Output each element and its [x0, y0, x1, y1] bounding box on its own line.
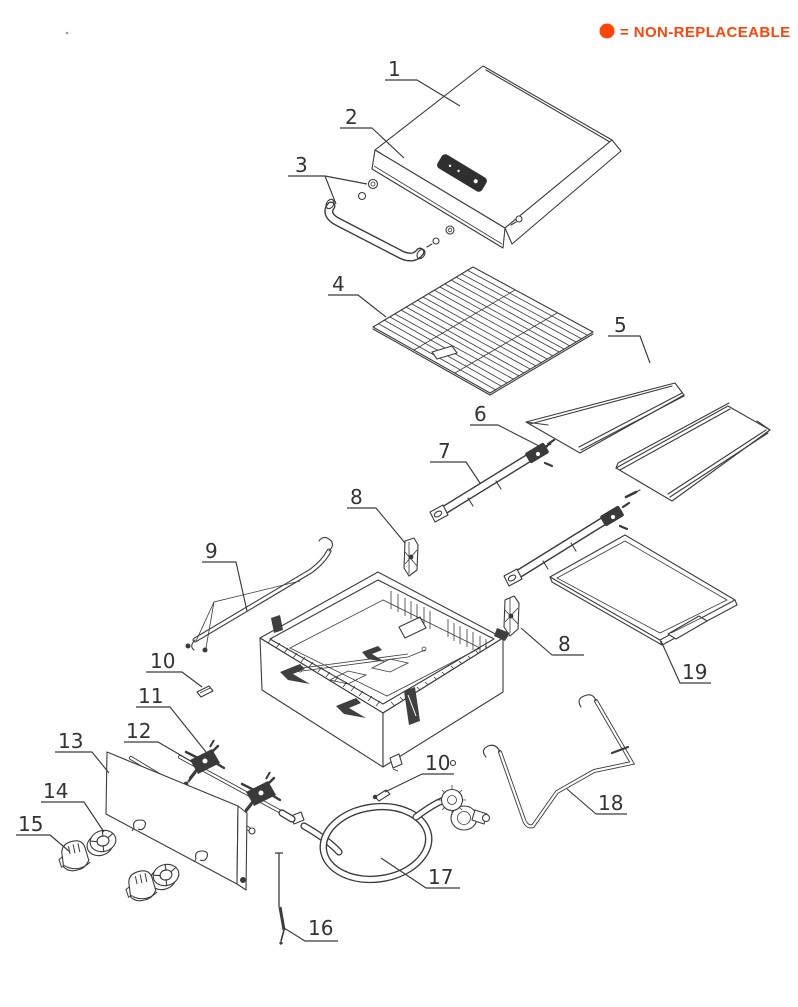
part-burner-left: [429, 438, 556, 523]
firebox-floor: [289, 599, 481, 697]
callout-number: 5: [614, 313, 627, 337]
igniter-box: [398, 616, 427, 639]
grate-notch: [431, 345, 458, 360]
part-clip-hose: [372, 789, 391, 802]
part-igniter-rod: [275, 852, 286, 945]
callout-number: 12: [126, 719, 151, 743]
callout-6: 6: [470, 402, 540, 447]
firebox-foot: [389, 753, 403, 769]
callout-9: 9: [202, 539, 248, 612]
callout-number: 9: [205, 539, 218, 563]
burner-mount-bracket-3: [362, 646, 385, 662]
callout-number: 6: [474, 402, 487, 426]
callout-12: 12: [124, 719, 195, 764]
firebox-vent-slats: [390, 591, 487, 657]
callout-number: 10: [425, 751, 450, 775]
callout-15: 15: [16, 812, 71, 853]
part-clip-left: [196, 685, 214, 698]
burner-venturi: [429, 504, 449, 523]
part-heat-tent-right: [615, 402, 771, 502]
callout-13: 13: [55, 729, 110, 774]
callout-number: 17: [428, 865, 453, 889]
firebox-right-wall: [382, 637, 504, 768]
callout-number: 19: [682, 660, 707, 684]
firebox-screw: [449, 759, 457, 767]
handle-nut: [367, 178, 379, 190]
part-stand-wire: [482, 694, 636, 829]
panel-hole: [240, 877, 246, 883]
callout-4: 4: [328, 272, 387, 318]
rim-tab-left: [271, 615, 283, 633]
part-lid-assembly: [371, 65, 622, 249]
callout-number: 3: [295, 153, 308, 177]
callout-8-left: 8: [347, 485, 406, 544]
part-bracket-right: [503, 595, 520, 637]
callout-number: 16: [308, 916, 333, 940]
lid-top-face: [374, 65, 613, 229]
callout-17: 17: [380, 857, 460, 889]
callout-number: 15: [18, 812, 43, 836]
part-heat-tent-left: [525, 382, 685, 454]
part-cooking-grate: [372, 266, 594, 396]
callout-16: 16: [283, 916, 338, 942]
non-replaceable-dot-icon: [599, 23, 615, 39]
legend: = NON-REPLACEABLE: [599, 23, 791, 41]
part-drip-tray: [549, 534, 738, 646]
callout-10-hose: 10: [384, 751, 454, 793]
grate-cross-supports: [413, 289, 558, 374]
callout-14: 14: [41, 779, 105, 833]
callout-number: 8: [558, 632, 571, 656]
callout-2: 2: [340, 105, 405, 159]
part-knob-bezel: [83, 826, 120, 859]
callout-1: 1: [385, 57, 461, 107]
tray-handle: [667, 615, 708, 640]
part-bracket-left: [403, 537, 419, 577]
handle-washer-2: [445, 225, 455, 235]
stray-mark: [65, 31, 69, 35]
burner-mount-bracket-2: [336, 698, 366, 718]
part-handle-hardware: [324, 178, 455, 262]
handle-washer: [357, 191, 367, 201]
manifold-elbow: [248, 827, 256, 835]
callout-3: 3: [288, 153, 368, 205]
callout-5: 5: [608, 313, 651, 364]
part-burner-right: [503, 501, 631, 587]
lid-right-band: [504, 139, 622, 245]
legend-text: = NON-REPLACEABLE: [620, 24, 791, 41]
burner-mount-bracket: [280, 664, 310, 684]
callout-18: 18: [566, 788, 627, 815]
lid-front-band: [371, 149, 506, 249]
rim-latch: [494, 628, 510, 641]
callout-number: 7: [438, 439, 451, 463]
brand-badge: [437, 154, 487, 192]
callouts: 1 2 3 4 5 6 7 8 8 9 10 10 11 12 13 14 15…: [16, 57, 711, 942]
callout-number: 11: [138, 684, 163, 708]
burner-venturi-2: [503, 568, 523, 587]
firebox-body: [259, 571, 510, 772]
callout-11: 11: [136, 684, 207, 753]
callout-number: 18: [598, 791, 623, 815]
callout-19: 19: [660, 640, 711, 684]
callout-7: 7: [430, 439, 481, 484]
lid-handle: [324, 201, 425, 262]
callout-number: 4: [332, 272, 345, 296]
part-control-panel: [105, 751, 248, 891]
callout-10-left: 10: [146, 649, 203, 688]
part-hose-regulator: [278, 785, 491, 884]
callout-8-right: 8: [520, 627, 584, 656]
part-support-wire: [185, 536, 334, 653]
lid-hinge-screw: [510, 215, 523, 226]
callout-number: 8: [350, 485, 363, 509]
handle-screw-2: [432, 237, 440, 245]
callout-number: 1: [388, 57, 401, 81]
callout-number: 14: [43, 779, 68, 803]
callout-number: 13: [58, 729, 83, 753]
callout-number: 10: [150, 649, 175, 673]
callout-number: 2: [345, 105, 358, 129]
